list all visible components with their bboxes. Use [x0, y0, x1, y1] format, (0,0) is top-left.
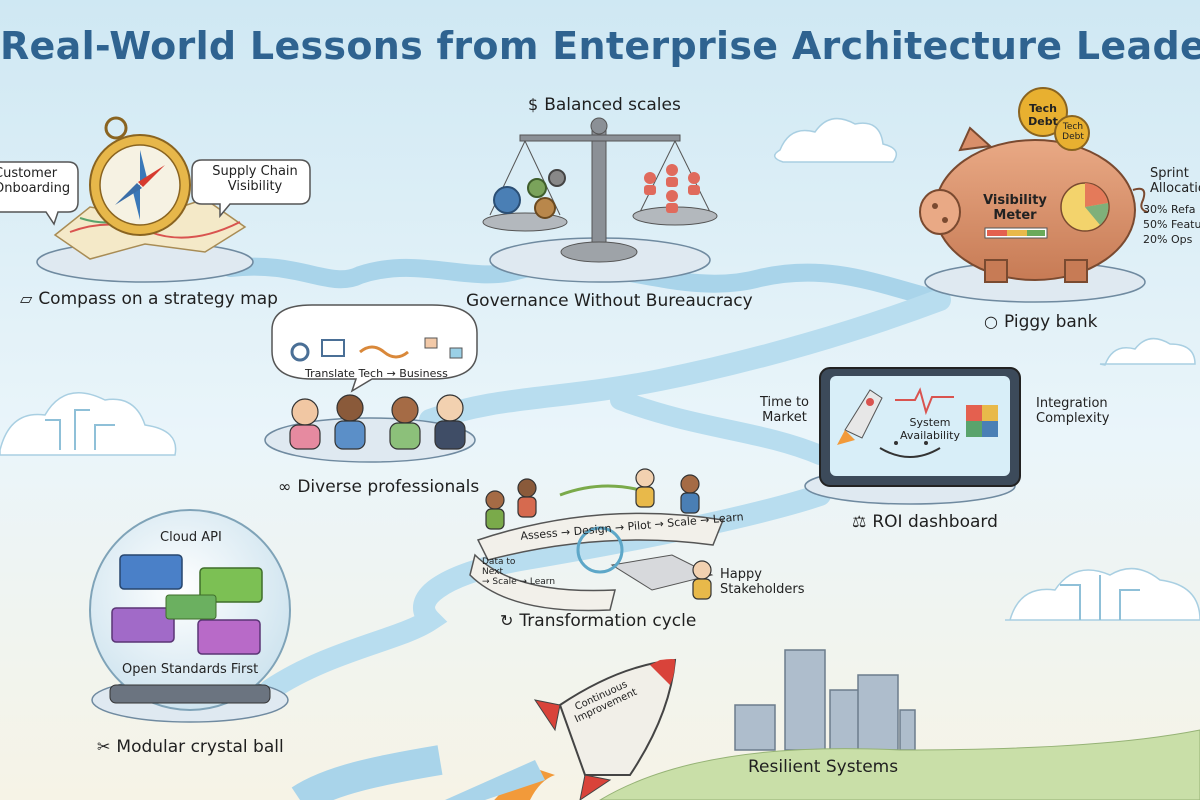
tech-debt-coin-1: Tech Debt: [1028, 102, 1058, 128]
cycle-steps-lower: Data to Next → Scale → Learn: [482, 557, 556, 587]
tech-debt-coin-2: Tech Debt: [1062, 122, 1084, 142]
balanced-scales-icon: [482, 117, 718, 263]
professionals-caption: ∞ Diverse professionals: [278, 477, 479, 497]
cloud-icon: [0, 117, 1200, 621]
scales-caption: Governance Without Bureaucracy: [466, 291, 753, 311]
allocation-item-features: 50% Featu: [1143, 218, 1200, 231]
crystal-caption: ✂ Modular crystal ball: [97, 737, 284, 757]
compass-caption: ▱ Compass on a strategy map: [20, 289, 278, 309]
map-icon: ▱: [20, 289, 33, 308]
modular-crystal-ball-icon: [89, 509, 291, 711]
piggy-caption: ○ Piggy bank: [984, 312, 1097, 332]
cloud-api-label: Cloud API: [160, 530, 222, 545]
roi-caption-text: ROI dashboard: [872, 512, 998, 532]
infinity-icon: ∞: [278, 477, 292, 496]
piggy-caption-text: Piggy bank: [1003, 312, 1098, 332]
integration-complexity-label: Integration Complexity: [1036, 396, 1110, 426]
compass-caption-text: Compass on a strategy map: [38, 289, 278, 309]
time-to-market-label: Time to Market: [760, 395, 809, 425]
transformation-cycle-icon: [469, 468, 725, 612]
crystal-caption-text: Modular crystal ball: [116, 737, 284, 757]
circuit-lines: [45, 409, 1140, 620]
system-availability-label: System Availability: [900, 416, 960, 442]
happy-stakeholders-label: Happy Stakeholders: [720, 567, 805, 597]
visibility-meter-label: Visibility Meter: [983, 193, 1047, 223]
circle-icon: ○: [984, 312, 998, 331]
dollar-icon: $: [528, 95, 539, 114]
open-standards-label: Open Standards First: [122, 662, 259, 677]
diverse-professionals-icon: [289, 337, 466, 450]
sprint-allocation-title: Sprint Allocation: [1150, 166, 1200, 196]
roi-dashboard-icon: [819, 367, 1021, 487]
tools-icon: ✂: [97, 737, 111, 756]
roi-caption: ⚖ ROI dashboard: [852, 512, 998, 532]
cycle-caption: ↻ Transformation cycle: [500, 611, 696, 631]
rocket-icon: [445, 658, 677, 800]
compass-on-map-icon: [53, 116, 247, 260]
refresh-icon: ↻: [500, 611, 514, 630]
cycle-caption-text: Transformation cycle: [519, 611, 697, 631]
professionals-caption-text: Diverse professionals: [297, 477, 480, 497]
supply-chain-label: Supply Chain Visibility: [212, 164, 298, 194]
scales-top-caption: $ Balanced scales: [528, 95, 681, 115]
resilient-systems-label: Resilient Systems: [748, 757, 899, 777]
allocation-item-refactor: 30% Refa: [1143, 203, 1196, 216]
scale-icon: ⚖: [852, 512, 867, 531]
resilient-city-icon: [734, 649, 916, 751]
scales-top-caption-text: Balanced scales: [544, 95, 681, 115]
translate-bubble-text: Translate Tech → Business: [305, 367, 448, 380]
customer-onboarding-label: Customer Onboarding: [0, 166, 71, 196]
ground-hill: [599, 729, 1200, 800]
page-title: Real-World Lessons from Enterprise Archi…: [0, 24, 1200, 68]
allocation-item-ops: 20% Ops: [1143, 233, 1193, 246]
piggy-bank-icon: [919, 87, 1149, 283]
